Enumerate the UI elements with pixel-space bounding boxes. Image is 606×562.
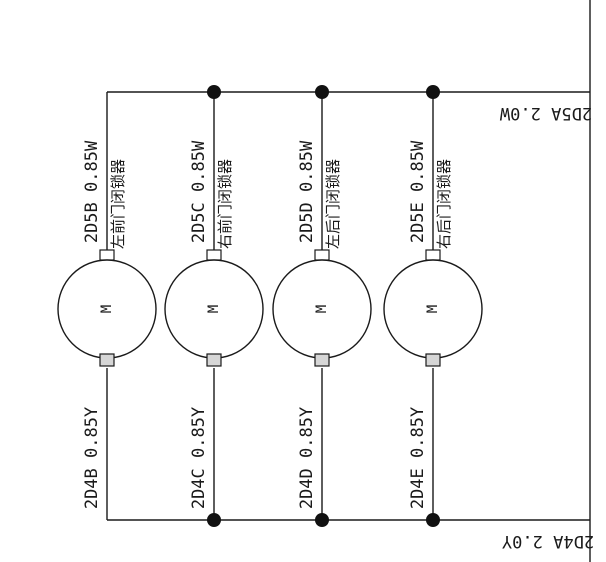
motor-2-top-junction [207, 85, 221, 99]
motor-2-letter: M [206, 305, 222, 313]
motor-3-name: 左后门闭锁器 [324, 159, 342, 249]
bottom-bus-label: 2D4A 2.0Y [502, 531, 594, 551]
motor-1-top-wire-label: 2D5B 0.85W [82, 140, 102, 243]
motor-3-bottom-junction [315, 513, 329, 527]
motor-unit-4: M 2D5E 0.85W 右后门闭锁器 2D4E 0.85Y [383, 85, 483, 527]
top-bus-label: 2D5A 2.0W [499, 103, 592, 123]
motor-4-top-terminal [425, 249, 441, 261]
motor-2-bottom-junction [207, 513, 221, 527]
motor-4-name: 右后门闭锁器 [435, 159, 453, 249]
motor-4-top-wire-label: 2D5E 0.85W [408, 140, 428, 243]
motor-1-name: 左前门闭锁器 [109, 159, 127, 249]
motor-2-name: 右前门闭锁器 [216, 159, 234, 249]
motor-1-top-terminal [99, 249, 115, 261]
motor-2-top-wire-label: 2D5C 0.85W [189, 140, 209, 243]
motor-1-bottom-terminal [99, 353, 115, 367]
motor-4-letter: M [425, 305, 441, 313]
motor-unit-1: M 2D5B 0.85W 左前门闭锁器 2D4B 0.85Y [57, 92, 157, 520]
motor-4-bottom-terminal [425, 353, 441, 367]
motor-1-letter: M [99, 305, 115, 313]
motor-2-bottom-terminal [206, 353, 222, 367]
motor-3-bottom-terminal [314, 353, 330, 367]
motor-4-top-junction [426, 85, 440, 99]
motor-unit-2: M 2D5C 0.85W 右前门闭锁器 2D4C 0.85Y [164, 85, 264, 527]
motor-4-bottom-junction [426, 513, 440, 527]
motor-2-top-terminal [206, 249, 222, 261]
motor-4-bottom-wire-label: 2D4E 0.85Y [408, 407, 428, 509]
motor-3-letter: M [314, 305, 330, 313]
motor-3-top-wire-label: 2D5D 0.85W [297, 140, 317, 243]
motor-3-top-terminal [314, 249, 330, 261]
motor-1-bottom-wire-label: 2D4B 0.85Y [82, 407, 102, 509]
motor-2-bottom-wire-label: 2D4C 0.85Y [189, 407, 209, 509]
motor-unit-3: M 2D5D 0.85W 左后门闭锁器 2D4D 0.85Y [272, 85, 372, 527]
motor-3-bottom-wire-label: 2D4D 0.85Y [297, 407, 317, 509]
motor-3-top-junction [315, 85, 329, 99]
